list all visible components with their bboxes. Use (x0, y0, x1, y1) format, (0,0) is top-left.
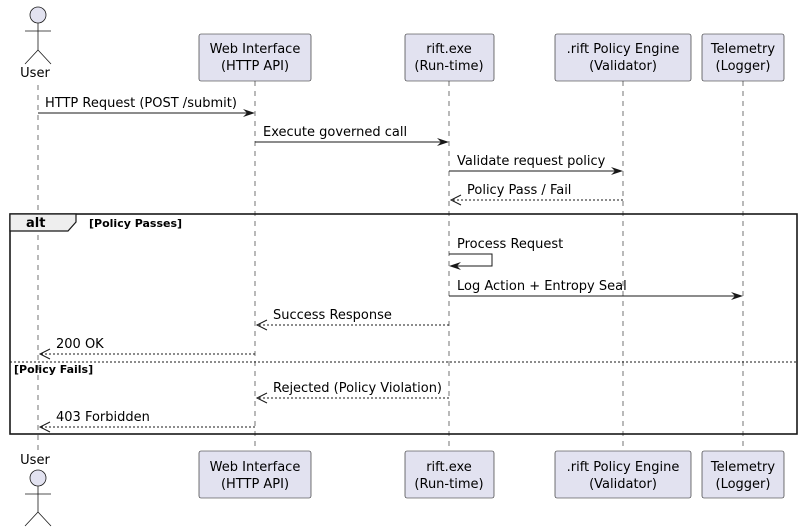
participant-label: Web Interface (210, 42, 301, 57)
alt-guard-passes: [Policy Passes] (89, 217, 182, 230)
arrow-head (243, 109, 255, 117)
user-label-top: User (20, 66, 50, 81)
participant-policy-engine-top: .rift Policy Engine (Validator) (554, 33, 692, 82)
message-log-action: Log Action + Entropy Seal (449, 279, 743, 300)
message-rejected: Rejected (Policy Violation) (255, 381, 449, 404)
message-label: Process Request (457, 237, 563, 252)
message-label: Policy Pass / Fail (467, 183, 571, 198)
participant-rift-exe-bottom: rift.exe (Run-time) (404, 450, 495, 499)
user-actor-top (24, 6, 52, 65)
arrow-head (255, 319, 268, 331)
message-label: Validate request policy (457, 154, 606, 169)
message-label: Execute governed call (263, 125, 407, 140)
arrow-head (731, 292, 743, 300)
message-policy-pass-fail: Policy Pass / Fail (449, 183, 623, 206)
participant-sublabel: (Logger) (716, 477, 771, 492)
participant-label: .rift Policy Engine (567, 42, 680, 57)
arrow-head (38, 348, 51, 360)
participant-sublabel: (HTTP API) (221, 477, 289, 492)
arrow-head (449, 262, 461, 270)
participant-sublabel: (HTTP API) (221, 59, 289, 74)
participant-policy-engine-bottom: .rift Policy Engine (Validator) (554, 450, 692, 499)
alt-fragment: alt [Policy Passes] [Policy Fails] (9, 213, 798, 435)
message-label: HTTP Request (POST /submit) (45, 96, 237, 111)
message-process-request: Process Request (449, 237, 563, 270)
participant-telemetry-top: Telemetry (Logger) (701, 33, 785, 82)
message-label: Log Action + Entropy Seal (457, 279, 627, 294)
participant-label: Telemetry (710, 460, 775, 475)
arrow-head (38, 421, 51, 433)
participant-web-interface-bottom: Web Interface (HTTP API) (198, 450, 312, 499)
arrow-head (255, 392, 268, 404)
participant-telemetry-bottom: Telemetry (Logger) (701, 450, 785, 499)
participant-label: rift.exe (426, 42, 472, 57)
message-403-forbidden: 403 Forbidden (38, 410, 255, 433)
participant-web-interface-top: Web Interface (HTTP API) (198, 33, 312, 82)
participant-sublabel: (Validator) (589, 59, 657, 74)
participant-sublabel: (Validator) (589, 477, 657, 492)
participant-label: Web Interface (210, 460, 301, 475)
arrow-head (449, 194, 462, 206)
arrow-head (437, 138, 449, 146)
participant-label: rift.exe (426, 460, 472, 475)
participant-sublabel: (Run-time) (414, 59, 483, 74)
message-validate-request-policy: Validate request policy (449, 154, 623, 175)
message-http-request: HTTP Request (POST /submit) (38, 96, 255, 117)
participant-label: .rift Policy Engine (567, 460, 680, 475)
arrow-head (611, 167, 623, 175)
participant-sublabel: (Logger) (716, 59, 771, 74)
message-label: Rejected (Policy Violation) (273, 381, 442, 396)
alt-operator: alt (26, 216, 45, 231)
message-execute-governed-call: Execute governed call (255, 125, 449, 146)
participant-rift-exe-top: rift.exe (Run-time) (404, 33, 495, 82)
alt-guard-fails: [Policy Fails] (14, 363, 93, 376)
message-200-ok: 200 OK (38, 337, 255, 360)
participant-label: Telemetry (710, 42, 775, 57)
message-label: 200 OK (56, 337, 104, 352)
user-label-bottom: User (20, 453, 50, 468)
participant-sublabel: (Run-time) (414, 477, 483, 492)
message-label: Success Response (273, 308, 392, 323)
message-success-response: Success Response (255, 308, 449, 331)
user-actor-bottom (24, 469, 52, 527)
message-label: 403 Forbidden (56, 410, 150, 425)
